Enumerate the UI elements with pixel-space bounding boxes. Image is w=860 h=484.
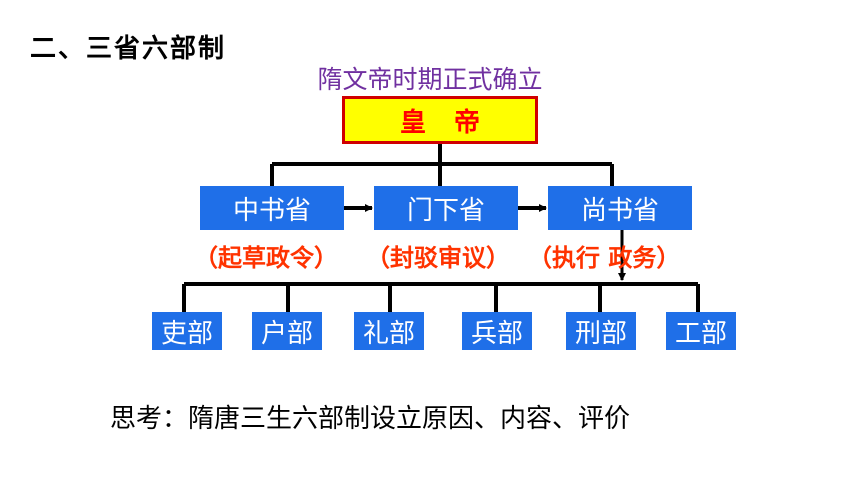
province-menxia: 门下省	[374, 186, 518, 230]
ministry-xingbu-justice: 刑部	[566, 312, 636, 350]
ministry-hubu-revenue: 户部	[252, 312, 322, 350]
slide-heading: 二、三省六部制	[30, 34, 227, 64]
emperor-box: 皇帝	[342, 96, 538, 144]
ministry-bingbu-war: 兵部	[462, 312, 532, 350]
diagram-subtitle: 隋文帝时期正式确立	[317, 65, 543, 94]
discussion-question: 思考：隋唐三生六部制设立原因、内容、评价	[110, 404, 631, 434]
province-zhongshu: 中书省	[200, 186, 344, 230]
province-shangshu: 尚书省	[548, 186, 692, 230]
ministry-libu-rites: 礼部	[354, 312, 424, 350]
function-menxia: （封驳审议）	[366, 244, 510, 272]
function-shangshu: （执行 政务）	[528, 244, 681, 272]
function-zhongshu: （起草政令）	[194, 244, 338, 272]
ministry-gongbu-works: 工部	[666, 312, 736, 350]
ministry-libu-personnel: 吏部	[152, 312, 222, 350]
